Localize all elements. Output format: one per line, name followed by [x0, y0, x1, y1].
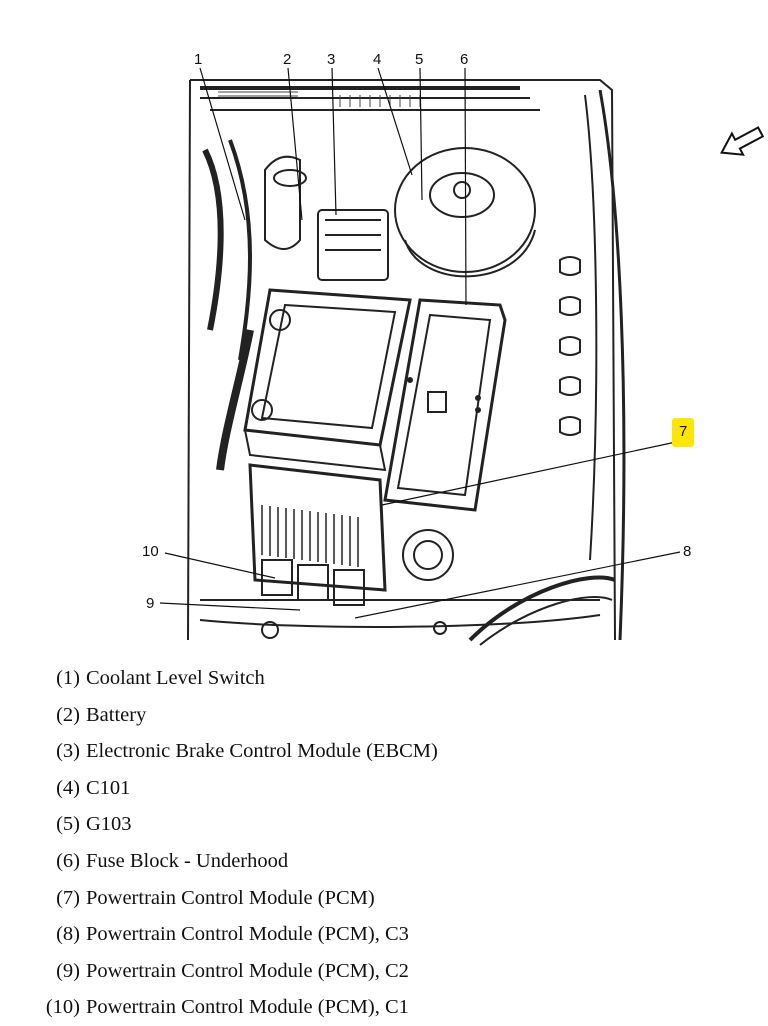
- legend-number: (6): [56, 849, 80, 872]
- legend-number: (1): [56, 667, 80, 689]
- legend-item: (5) G103: [36, 806, 736, 843]
- callout-4: 4: [373, 51, 382, 68]
- legend-label: Powertrain Control Module (PCM), C1: [86, 996, 409, 1019]
- leader-lines: [159, 67, 681, 619]
- legend-item: (7) Powertrain Control Module (PCM): [36, 880, 736, 917]
- legend-label: Powertrain Control Module (PCM), C2: [86, 959, 409, 982]
- ebcm-module: [317, 209, 389, 281]
- direction-arrow-icon: [720, 126, 765, 156]
- engine-bay-illustration: [159, 67, 765, 646]
- legend-item: (9) Powertrain Control Module (PCM), C2: [36, 953, 736, 990]
- legend-label: Electronic Brake Control Module (EBCM): [86, 740, 438, 763]
- callout-10: 10: [142, 543, 159, 560]
- engine-bay-diagram: 1 2 3 4 5 6 7 8 9 10: [142, 51, 765, 646]
- leader-3: [331, 67, 337, 216]
- legend-label: Powertrain Control Module (PCM): [86, 886, 375, 909]
- legend-number: (7): [56, 886, 80, 909]
- legend-label: Coolant Level Switch: [86, 667, 265, 689]
- leader-1: [199, 67, 246, 221]
- fuse-block: [383, 298, 507, 512]
- legend-item: (4) C101: [36, 770, 736, 807]
- legend-number: (9): [56, 959, 80, 982]
- leader-7: [381, 441, 677, 506]
- leader-4: [377, 67, 413, 176]
- legend-number: (2): [56, 703, 80, 726]
- callout-9: 9: [146, 595, 155, 612]
- legend-label: Battery: [86, 703, 147, 726]
- legend-label: C101: [86, 776, 131, 799]
- pcm-module: [248, 463, 387, 592]
- legend-number: (5): [56, 813, 80, 836]
- component-legend: (1) Coolant Level Switch (2) Battery (3) El…: [36, 660, 736, 1026]
- coolant-reservoir: [264, 155, 301, 250]
- legend-label: Powertrain Control Module (PCM), C3: [86, 923, 409, 946]
- leader-10: [164, 552, 276, 579]
- callout-1: 1: [194, 51, 203, 68]
- callout-8: 8: [683, 543, 692, 560]
- connector-c1: [261, 559, 293, 596]
- connector-c3: [333, 569, 365, 606]
- callout-6: 6: [460, 51, 469, 68]
- legend-number: (4): [56, 776, 80, 799]
- callout-7-highlighted: 7: [672, 418, 695, 447]
- legend-label: G103: [86, 813, 132, 836]
- legend-number: (10): [45, 996, 80, 1019]
- legend-item: (6) Fuse Block - Underhood: [36, 843, 736, 880]
- callout-2: 2: [283, 51, 292, 68]
- leader-8: [354, 551, 681, 619]
- legend-number: (3): [56, 740, 80, 763]
- leader-9: [159, 602, 301, 611]
- callout-3: 3: [327, 51, 336, 68]
- fender-edge: [598, 89, 626, 641]
- legend-item: (3) Electronic Brake Control Module (EBCM…: [36, 733, 736, 770]
- legend-label: Fuse Block - Underhood: [86, 849, 289, 872]
- leader-5: [419, 67, 423, 201]
- legend-item: (10) Powertrain Control Module (PCM), C1: [36, 989, 736, 1026]
- leader-6: [464, 67, 467, 306]
- legend-number: (8): [56, 923, 80, 946]
- callout-5: 5: [415, 51, 424, 68]
- bay-frame: [190, 79, 616, 641]
- legend-item: (2) Battery: [36, 697, 736, 734]
- legend-item: (1) Coolant Level Switch: [36, 660, 736, 697]
- battery: [243, 288, 412, 447]
- legend-item: (8) Powertrain Control Module (PCM), C3: [36, 916, 736, 953]
- leader-2: [287, 67, 303, 221]
